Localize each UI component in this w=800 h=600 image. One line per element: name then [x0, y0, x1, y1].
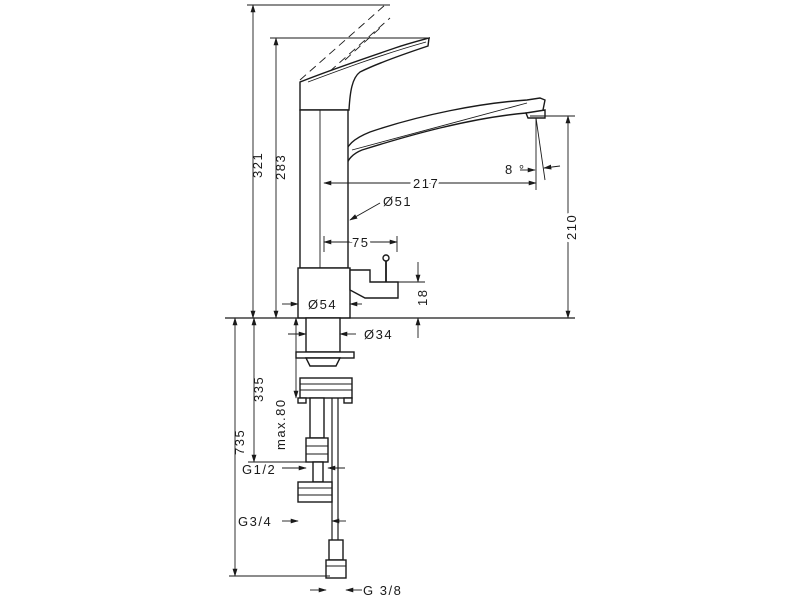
label-8deg: 8 °	[505, 162, 526, 177]
g38-fitting	[328, 539, 344, 561]
label-g12: G1/2	[242, 462, 276, 477]
label-d54: Ø54	[308, 297, 337, 312]
nut-foot-left	[297, 397, 307, 404]
label-735: 735	[232, 429, 247, 455]
dimension-lines	[229, 4, 575, 593]
label-max80: max.80	[273, 398, 288, 450]
valve-knob	[382, 254, 390, 262]
label-210: 210	[564, 214, 579, 240]
lever-top-line	[307, 41, 427, 83]
shank	[305, 317, 341, 353]
g34-fitting	[297, 481, 333, 503]
label-217: 217	[413, 176, 439, 191]
g12-fitting	[305, 437, 329, 463]
lever-open-position-dash	[299, 4, 386, 81]
label-18: 18	[415, 289, 430, 306]
faucet-base	[297, 267, 351, 319]
threaded-rod	[309, 397, 325, 439]
g38-nut	[325, 559, 347, 579]
label-g34: G3/4	[238, 514, 272, 529]
washer-lip	[304, 357, 342, 367]
mounting-nut	[299, 377, 353, 399]
mounting-washer	[295, 351, 355, 359]
leader-d51	[349, 202, 381, 221]
angle-line-8deg	[535, 117, 546, 181]
angle-arrow-right	[543, 164, 561, 170]
side-valve	[349, 269, 399, 299]
hose-left	[312, 461, 324, 483]
nut-foot-right	[343, 397, 353, 404]
label-d51: Ø51	[383, 194, 412, 209]
label-321: 321	[250, 152, 265, 178]
label-335: 335	[251, 376, 266, 402]
lever-open-position-dash-3	[344, 27, 381, 61]
spout-inner-line	[351, 102, 528, 151]
dimension-labels: 321 283 217 8 ° Ø51 75 Ø54 18 Ø34 210 33…	[232, 152, 582, 598]
spout	[342, 97, 546, 166]
faucet-body-group	[225, 4, 575, 579]
lever-handle	[299, 37, 430, 111]
label-g38: G 3/8	[363, 583, 402, 598]
label-75: 75	[352, 235, 369, 250]
label-d34: Ø34	[364, 327, 393, 342]
label-283: 283	[273, 154, 288, 180]
